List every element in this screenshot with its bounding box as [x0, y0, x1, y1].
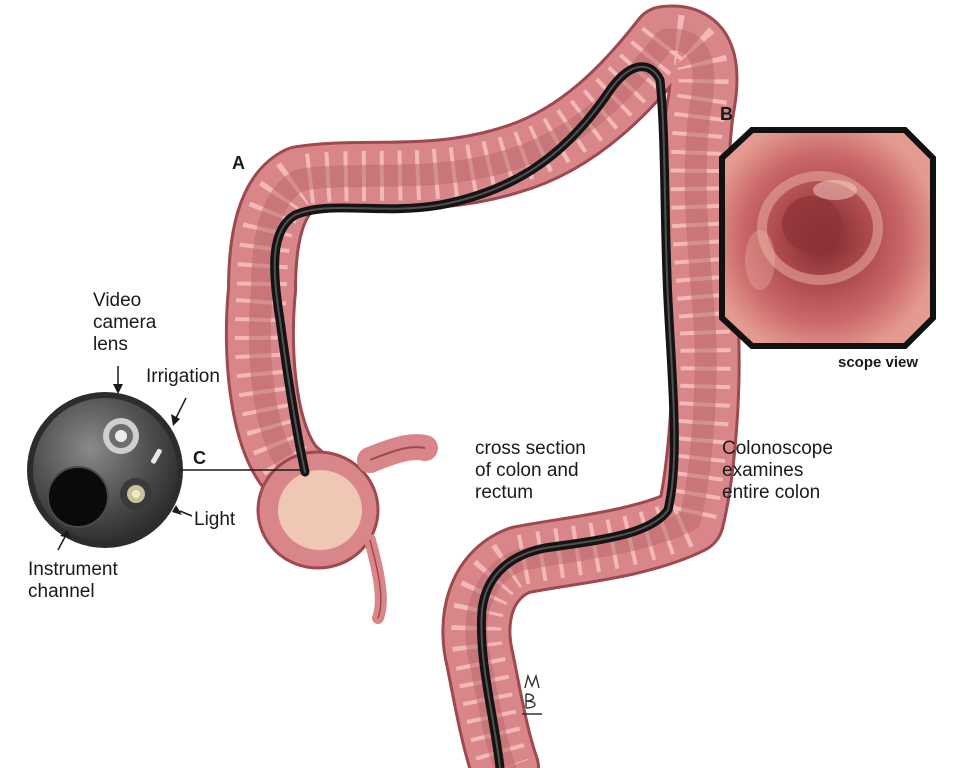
irrigation-nozzle-icon	[151, 448, 162, 464]
artist-signature	[522, 673, 542, 715]
panel-letter-a: A	[232, 153, 245, 173]
label-video-camera-lens: Video camera lens	[93, 290, 157, 355]
panel-letter-b: B	[720, 104, 733, 124]
panel-letter-c: C	[193, 448, 206, 468]
label-scope-view: scope view	[838, 354, 919, 371]
label-colonoscope: Colonoscope examines entire colon	[722, 438, 833, 503]
instrument-channel-icon	[48, 467, 108, 527]
scope-view-image	[722, 130, 933, 346]
label-irrigation: Irrigation	[146, 366, 220, 387]
label-cross-section: cross section of colon and rectum	[475, 438, 586, 503]
pointer-lines	[57, 366, 300, 551]
scope-tip-icon	[27, 392, 183, 548]
label-instrument-channel: Instrument channel	[28, 559, 118, 602]
label-light: Light	[194, 509, 236, 530]
